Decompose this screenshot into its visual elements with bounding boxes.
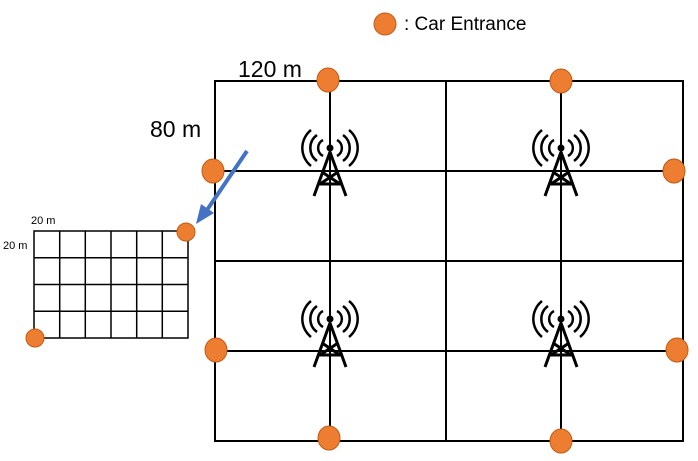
car-entrance — [316, 67, 340, 93]
distance-label: 80 m — [150, 116, 201, 142]
large-grid — [214, 80, 684, 442]
small-cell-height-label: 20 m — [3, 240, 27, 252]
car-entrance — [317, 425, 341, 451]
car-entrance — [549, 428, 573, 454]
car-entrance — [549, 68, 573, 94]
legend-entrance-dot — [373, 12, 397, 36]
car-entrance — [204, 337, 228, 363]
car-entrance — [201, 158, 225, 184]
small-grid — [33, 230, 189, 339]
car-entrance — [25, 328, 45, 348]
car-entrance — [662, 158, 686, 184]
legend-label: : Car Entrance — [404, 14, 527, 35]
car-entrance — [176, 222, 196, 242]
distance-arrow — [196, 149, 249, 224]
small-cell-width-label: 20 m — [31, 215, 55, 227]
large-cell-label: 120 m — [238, 56, 302, 82]
car-entrance — [665, 337, 689, 363]
